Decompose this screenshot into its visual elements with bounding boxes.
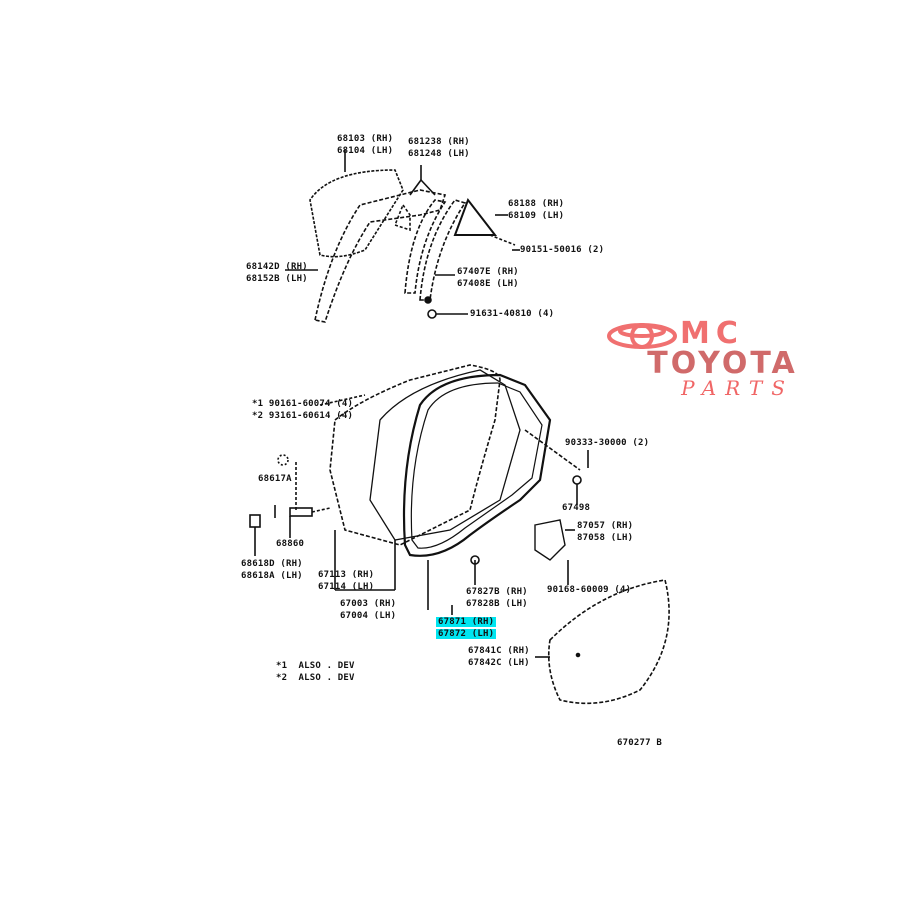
part-number: 67003 (RH): [340, 599, 397, 609]
label-regulator: 87057 (RH) 87058 (LH): [577, 520, 633, 544]
part-number[interactable]: 67871 (RH): [436, 617, 497, 627]
door-inner: [369, 369, 521, 541]
toyota-emblem-icon: [607, 323, 677, 349]
part-number: 87058 (LH): [577, 533, 634, 543]
part-number: 67828B (LH): [466, 599, 528, 609]
label-clip-mid: 67827B (RH) 67828B (LH): [466, 586, 528, 610]
label-panel: 67113 (RH) 67114 (LH): [318, 569, 374, 593]
label-service-hole-cover: 67841C (RH) 67842C (LH): [468, 645, 530, 669]
label-bolts: *1 90161-60074 (4) *2 93161-60614 (4): [252, 398, 353, 422]
part-number: 87057 (RH): [577, 521, 634, 531]
part-number: 68104 (LH): [337, 146, 394, 156]
label-division-bar: 68142D (RH) 68152B (LH): [246, 261, 308, 285]
label-hole-cover: 67498: [562, 503, 591, 513]
quarter-glass: [453, 197, 498, 236]
label-door-assy: 67003 (RH) 67004 (LH): [340, 598, 396, 622]
part-number: 681238 (RH): [408, 137, 470, 147]
door-glass: [309, 169, 404, 258]
part-number: *1 90161-60074 (4): [252, 399, 354, 409]
main-weatherstrip: [402, 373, 552, 557]
logo-toyota: TOYOTA: [647, 346, 798, 381]
part-number: 67841C (RH): [468, 646, 530, 656]
logo-mc: MC: [680, 316, 744, 351]
part-number: 68142D (RH): [246, 262, 308, 272]
label-check-part: 68617A: [258, 474, 292, 484]
footnote: *2 ALSO . DEV: [276, 673, 355, 683]
label-glass: 68103 (RH) 68104 (LH): [337, 133, 393, 157]
service-hole-cover: [547, 579, 670, 705]
regulator: [534, 519, 566, 561]
label-upper-weatherstrip: 67407E (RH) 67408E (LH): [457, 266, 519, 290]
footnotes: *1 ALSO . DEV *2 ALSO . DEV: [276, 660, 355, 684]
footnote: *1 ALSO . DEV: [276, 661, 355, 671]
part-number: 67004 (LH): [340, 611, 397, 621]
omc-toyota-parts-logo: MC TOYOTA PARTS: [600, 318, 845, 398]
diagram-id: 670277 B: [617, 738, 662, 748]
part-number: 681248 (LH): [408, 149, 470, 159]
part-number: 68188 (RH): [508, 199, 565, 209]
part-number: 67113 (RH): [318, 570, 375, 580]
part-number: 68618D (RH): [241, 559, 303, 569]
part-number: 68103 (RH): [337, 134, 394, 144]
run-channel: [314, 189, 447, 323]
label-run-channel: 681238 (RH) 681248 (LH): [408, 136, 470, 160]
logo-parts: PARTS: [681, 376, 794, 400]
part-number: 67827B (RH): [466, 587, 528, 597]
label-clip-top: 91631-40810 (4): [470, 309, 555, 319]
label-main-weatherstrip-highlighted[interactable]: 67871 (RH) 67872 (LH): [436, 616, 497, 640]
part-number: 68152B (LH): [246, 274, 308, 284]
run-channel-rear: [404, 199, 447, 294]
part-number: 67407E (RH): [457, 267, 519, 277]
label-check-assy: 68618D (RH) 68618A (LH): [241, 558, 303, 582]
label-screw-right: 90333-30000 (2): [565, 438, 650, 448]
label-check-bolt: 68860: [276, 539, 305, 549]
label-quarter-glass: 68188 (RH) 68109 (LH): [508, 198, 564, 222]
label-screw-top: 90151-50016 (2): [520, 245, 605, 255]
part-number: 67114 (LH): [318, 582, 375, 592]
label-screw-reg: 90168-60009 (4): [547, 585, 632, 595]
part-number[interactable]: 67872 (LH): [436, 629, 497, 639]
part-number: 67842C (LH): [468, 658, 530, 668]
part-number: 68618A (LH): [241, 571, 303, 581]
part-number: *2 93161-60614 (4): [252, 411, 354, 421]
part-number: 68109 (LH): [508, 211, 565, 221]
part-number: 67408E (LH): [457, 279, 519, 289]
upper-weatherstrip: [419, 199, 467, 301]
